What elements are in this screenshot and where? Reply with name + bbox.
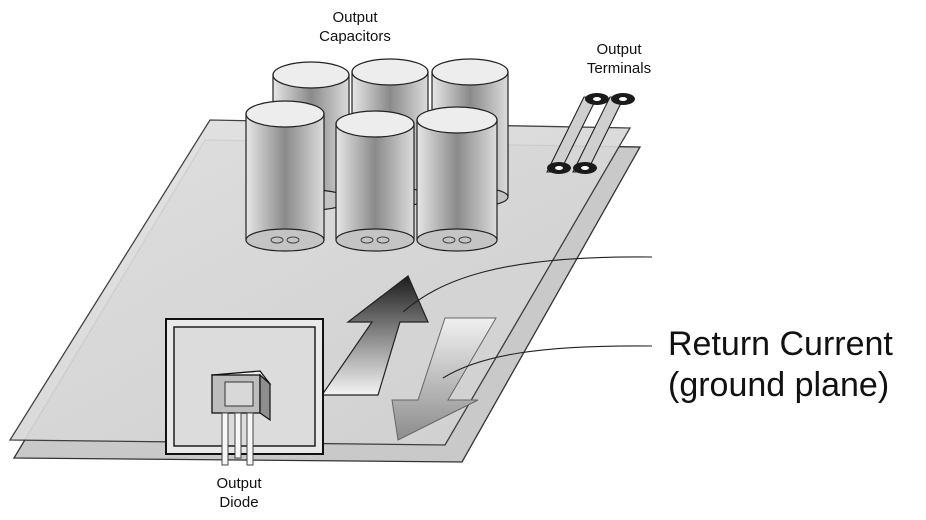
- return-current-label: Return Current (ground plane): [668, 324, 893, 406]
- capacitor-icon: [335, 110, 415, 252]
- capacitor-icon: [416, 106, 498, 252]
- output-diode-icon: [165, 318, 324, 466]
- output-terminals-line1: Output: [596, 41, 642, 58]
- output-diode-label: Output Diode: [200, 474, 278, 512]
- output-terminals-icon: [546, 93, 635, 174]
- return-current-arrow: [391, 317, 497, 441]
- outgoing-current-arrow: [320, 275, 429, 396]
- output-capacitors-line1: Output: [332, 9, 378, 26]
- output-terminals-label: Output Terminals: [574, 40, 664, 78]
- return-current-line2: (ground plane): [668, 366, 890, 404]
- output-capacitors-line2: Capacitors: [319, 28, 391, 45]
- leader-line-upper: [402, 256, 653, 313]
- output-diode-line2: Diode: [219, 494, 259, 511]
- output-capacitors-label: Output Capacitors: [310, 8, 400, 46]
- capacitor-icon: [245, 100, 325, 252]
- output-diode-line1: Output: [216, 475, 262, 492]
- leader-line-lower: [442, 345, 653, 379]
- output-terminals-line2: Terminals: [586, 60, 652, 77]
- return-current-line1: Return Current: [668, 325, 893, 363]
